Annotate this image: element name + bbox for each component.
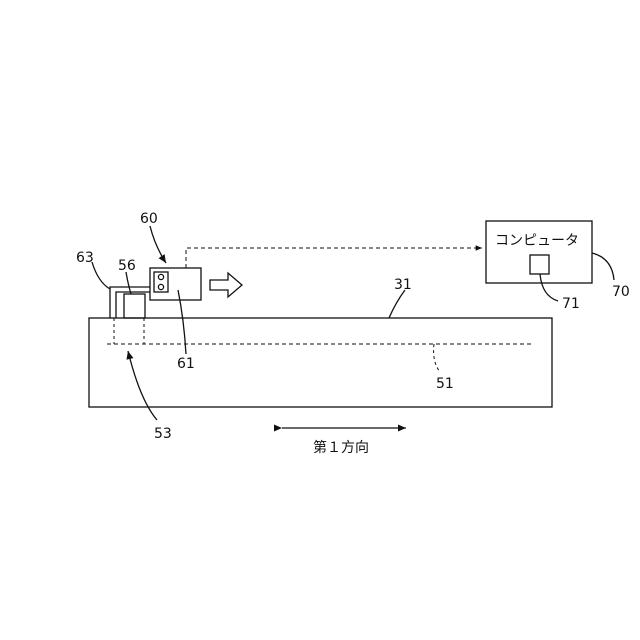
leader-70	[592, 253, 614, 280]
dashed-start-region	[114, 318, 144, 344]
computer-label: コンピュータ	[495, 233, 579, 249]
label-56: 56	[118, 258, 136, 274]
leader-56	[126, 272, 131, 294]
probe-56	[124, 294, 145, 318]
leader-71	[540, 274, 558, 301]
device-60	[150, 268, 201, 300]
movement-arrow	[210, 273, 242, 297]
plate-31	[89, 318, 552, 407]
direction-label: 第１方向	[313, 439, 369, 456]
label-31: 31	[394, 277, 412, 293]
label-51: 51	[436, 376, 454, 392]
label-63: 63	[76, 250, 94, 266]
leader-60	[150, 226, 166, 263]
computer-part-71	[530, 255, 549, 274]
label-60: 60	[140, 211, 158, 227]
signal-path	[186, 248, 482, 268]
sensor-dot-top	[158, 274, 163, 279]
leader-51	[434, 344, 440, 372]
label-71: 71	[562, 296, 580, 312]
label-53: 53	[154, 426, 172, 442]
leader-53	[128, 351, 157, 420]
leader-31	[389, 290, 405, 318]
leader-63	[92, 262, 110, 289]
sensor-dot-bottom	[158, 284, 163, 289]
label-61: 61	[177, 356, 195, 372]
label-70: 70	[612, 284, 630, 300]
